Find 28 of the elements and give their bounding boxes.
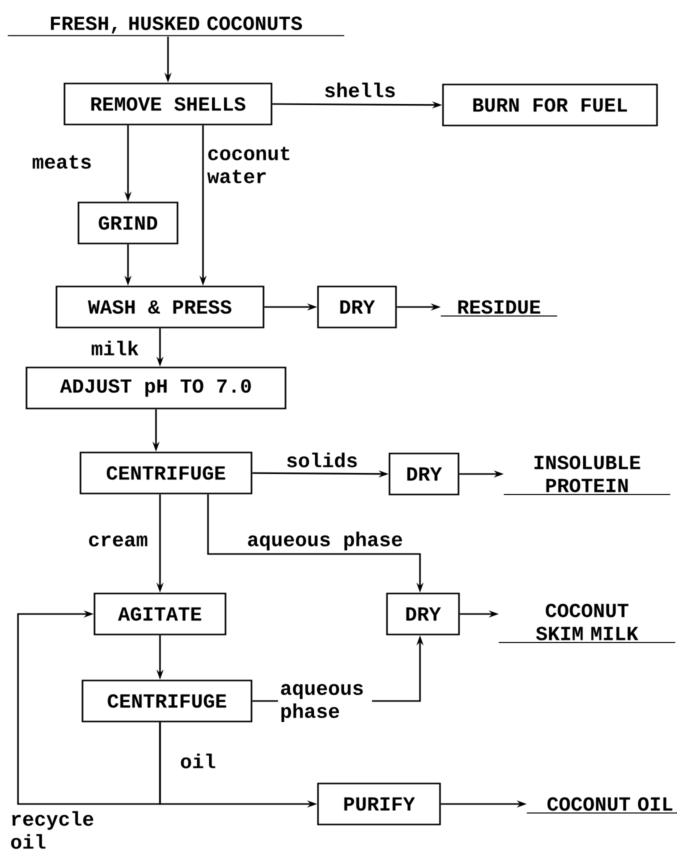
edge-label: aqueous phase [245,530,406,552]
edge-label: meats [30,153,94,171]
output-text: COCONUT OIL [526,797,677,814]
process-box: WASH & PRESS [56,286,264,328]
process-box: DRY [388,452,460,496]
process-box: BURN FOR FUEL [442,84,658,126]
output-text: RESIDUE [440,300,558,316]
edge-label: cream [86,534,150,548]
process-box: DRY [317,286,397,328]
arrow [17,610,161,805]
edge-label: milk [89,338,141,358]
output-text: FRESH, HUSKED COCONUTS [7,16,345,36]
edge-label: solids [284,450,360,470]
process-box: DRY [386,592,460,636]
edge-label: shells [322,80,398,100]
process-box: CENTRIFUGE [80,452,252,494]
process-box: GRIND [78,202,178,244]
output-text: COCONUT SKIM MILK [498,604,676,643]
output-text: INSOLUBLE PROTEIN [503,456,671,495]
edge-label: oil [178,752,218,770]
process-box: AGITATE [94,592,226,636]
edge-label: coconut water [205,144,300,186]
process-box: CENTRIFUGE [82,680,252,722]
edge-label: aqueous phase [278,682,372,724]
process-box: REMOVE SHELLS [64,82,272,126]
edge-label: recycle oil [8,809,102,851]
process-box: PURIFY [317,782,441,826]
process-box: ADJUST pH TO 7.0 [26,366,286,410]
